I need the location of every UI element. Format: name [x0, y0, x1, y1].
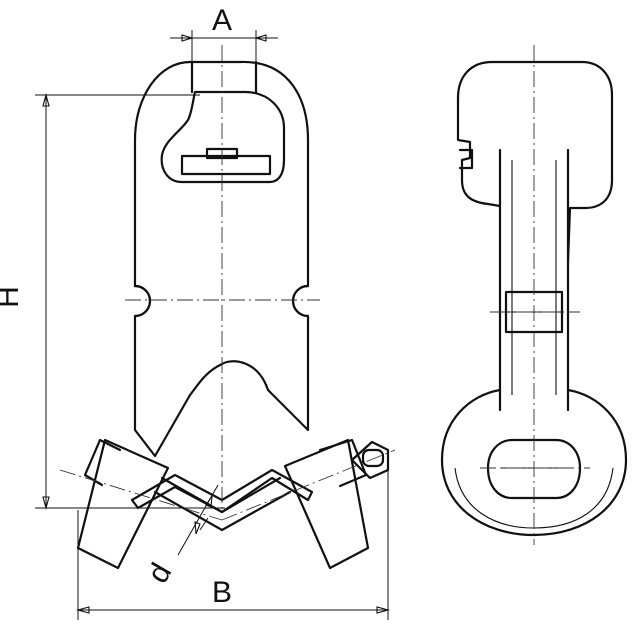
right-leg: [283, 438, 370, 570]
right-notch: [291, 284, 310, 318]
front-view-outline: [133, 60, 310, 458]
side-view: [440, 45, 628, 545]
top-eye-opening: [160, 90, 286, 184]
dimension-H-label: H: [0, 286, 25, 308]
dimension-A: A: [170, 4, 278, 65]
left-leg-axis: [59, 469, 223, 521]
v-bolt-lower: [153, 490, 292, 532]
left-notch: [133, 284, 152, 318]
side-head-notch: [458, 148, 474, 170]
eye-pin: [180, 154, 272, 176]
dimension-B-label: B: [212, 576, 232, 609]
dimension-B: B: [75, 470, 391, 620]
v-bolt: [130, 468, 314, 514]
dimension-A-label: A: [212, 4, 232, 37]
right-leg-axis: [221, 449, 396, 521]
front-view: [59, 45, 396, 570]
side-head-left: [456, 96, 502, 208]
v-bolt-upper: [160, 476, 282, 514]
dimension-d-label: d: [141, 558, 178, 589]
side-eye-hole: [486, 438, 582, 500]
left-leg: [76, 438, 170, 570]
cotter-pin: [350, 440, 390, 480]
dimension-H: H: [0, 92, 225, 511]
side-head: [456, 60, 614, 264]
